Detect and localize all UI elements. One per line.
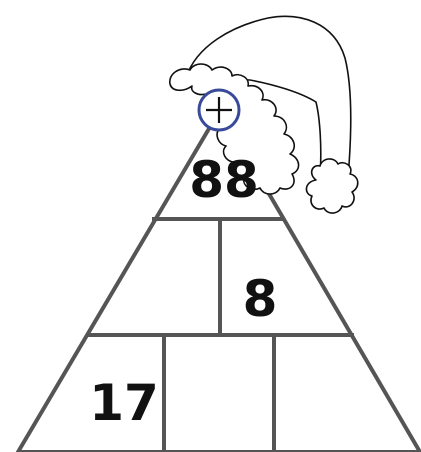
cell-bottom-left-value: 17 [82,378,166,428]
plus-circle-icon [199,90,239,130]
cell-bottom-middle-empty[interactable] [170,342,268,448]
cell-mid-left-empty[interactable] [150,232,212,328]
cell-bottom-right-empty[interactable] [280,342,350,448]
cell-mid-right-value: 8 [228,274,292,324]
cell-top-value: 88 [182,155,266,205]
hat-pompom [306,159,357,213]
